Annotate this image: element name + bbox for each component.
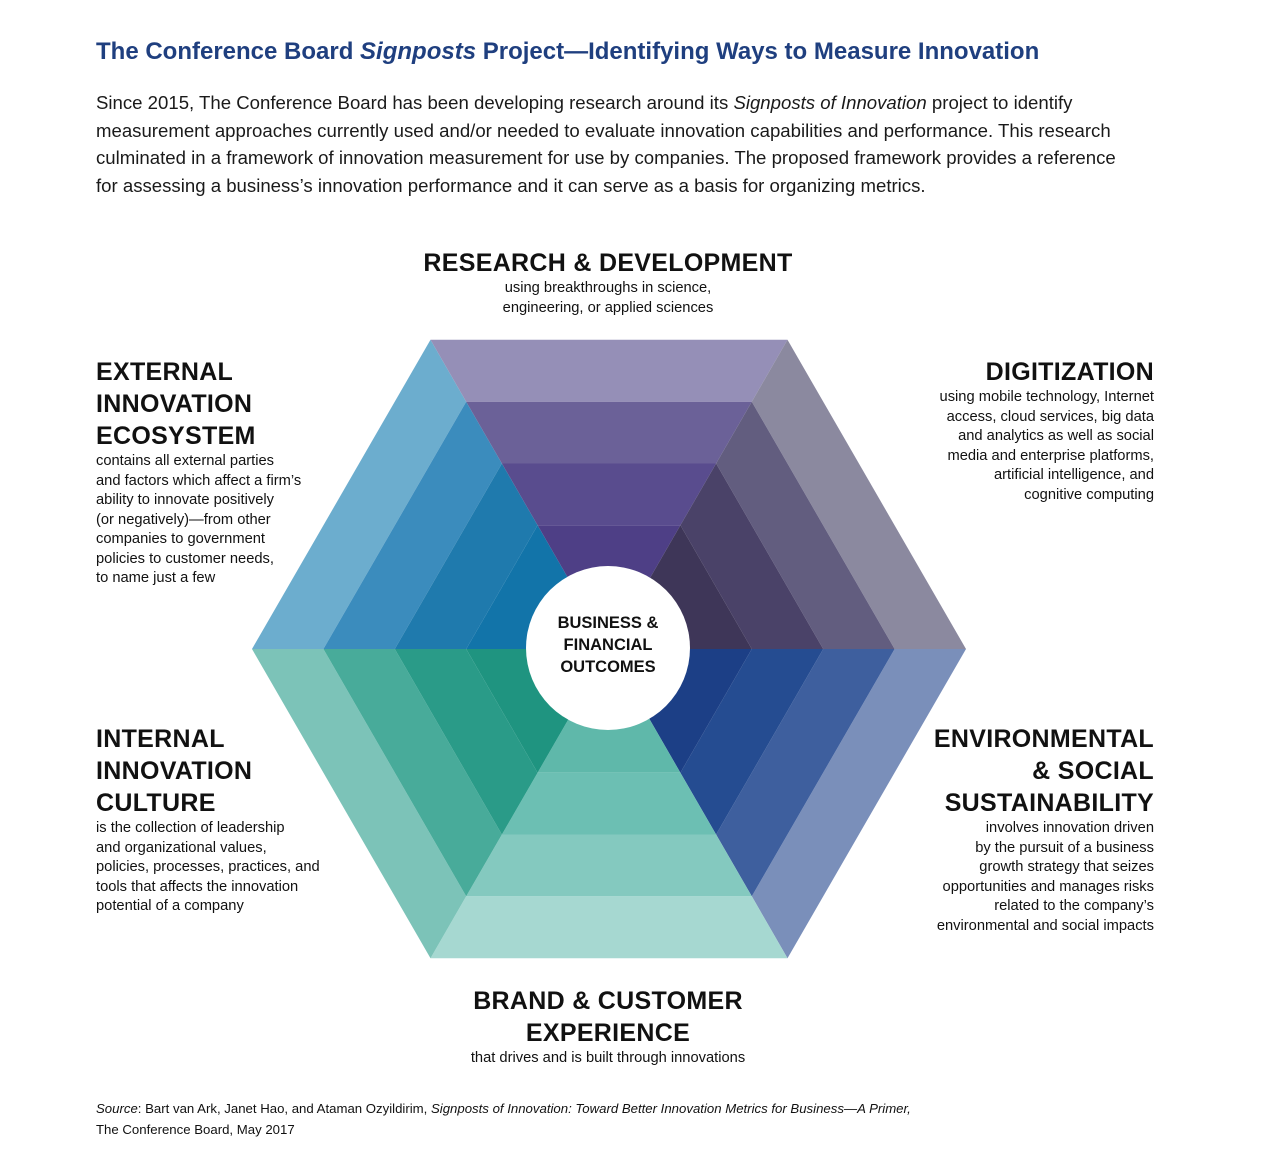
internal-desc-line2: and organizational values, — [96, 839, 267, 856]
external-desc-line2: and factors which affect a firm’s — [96, 472, 302, 489]
hex-segment-digitization-band-1 — [751, 339, 966, 649]
title-prefix: The Conference Board — [96, 38, 361, 65]
digitization-heading: DIGITIZATION — [985, 358, 1154, 386]
intro-prefix: Since 2015, The Conference Board has bee… — [96, 92, 734, 113]
intro-paragraph: Since 2015, The Conference Board has bee… — [96, 89, 1136, 199]
external-desc-line7: to name just a few — [96, 570, 216, 586]
external-desc-line1: contains all external parties — [96, 453, 274, 469]
digitization-desc-line5: artificial intelligence, and — [993, 467, 1154, 483]
center-label-line2: FINANCIAL — [563, 636, 653, 654]
center-label-line3: OUTCOMES — [560, 658, 656, 676]
internal-desc-line5: potential of a company — [96, 898, 244, 914]
title-italic: Signposts — [360, 38, 477, 65]
internal-heading-line1: INTERNAL — [96, 725, 225, 753]
intro-italic: Signposts of Innovation — [733, 92, 927, 113]
title-suffix: Project—Identifying Ways to Measure Inno… — [476, 38, 1040, 65]
environmental-desc-line4: opportunities and manages risks — [942, 878, 1154, 895]
center-label-line1: BUSINESS & — [557, 614, 659, 632]
environmental-desc-line3: growth strategy that seizes — [979, 859, 1154, 875]
external-desc-line4: (or negatively)—from other — [96, 511, 271, 528]
hex-segment-brand-band-2 — [466, 834, 752, 897]
internal-heading-line2: INNOVATION — [96, 757, 253, 785]
environmental-heading-line3: SUSTAINABILITY — [944, 789, 1154, 817]
environmental-desc-line6: environmental and social impacts — [936, 917, 1154, 934]
digitization-desc-line6: cognitive computing — [1024, 486, 1154, 503]
rd-desc-line2: engineering, or applied sciences — [502, 299, 714, 316]
rd-desc-line1: using breakthroughs in science, — [504, 280, 712, 296]
internal-desc-line3: policies, processes, practices, and — [96, 859, 320, 875]
internal-heading-line3: CULTURE — [96, 789, 216, 817]
hex-segment-rd-band-3 — [501, 463, 717, 526]
source-work: Signposts of Innovation: Toward Better I… — [430, 1101, 911, 1116]
external-desc-line6: policies to customer needs, — [96, 550, 274, 567]
digitization-desc-line4: media and enterprise platforms, — [947, 447, 1154, 464]
hex-segment-digitization-band-2 — [716, 401, 895, 649]
rd-heading: RESEARCH & DEVELOPMENT — [423, 249, 793, 277]
brand-heading-line2: EXPERIENCE — [525, 1019, 691, 1047]
brand-heading-line1: BRAND & CUSTOMER — [473, 987, 743, 1015]
label-internal-culture: INTERNAL INNOVATION CULTURE is the colle… — [96, 723, 366, 917]
label-environmental-social: ENVIRONMENTAL & SOCIAL SUSTAINABILITY in… — [880, 723, 1154, 936]
label-research-development: RESEARCH & DEVELOPMENT using breakthroug… — [380, 247, 836, 318]
page-title: The Conference Board Signposts Project—I… — [96, 38, 1039, 66]
hex-segment-external-band-2 — [323, 401, 502, 649]
center-label: BUSINESS & FINANCIAL OUTCOMES — [530, 612, 686, 678]
environmental-desc-line5: related to the company’s — [994, 898, 1154, 914]
hex-segment-external-band-3 — [394, 463, 538, 649]
environmental-heading-line1: ENVIRONMENTAL — [933, 725, 1154, 753]
external-desc-line5: companies to government — [96, 531, 265, 547]
source-authors: : Bart van Ark, Janet Hao, and Ataman Oz… — [137, 1101, 431, 1116]
brand-desc-line1: that drives and is built through innovat… — [470, 1050, 746, 1066]
environmental-heading-line2: & SOCIAL — [1032, 757, 1154, 785]
hex-segment-rd-band-1 — [430, 339, 788, 402]
hex-segment-environmental-band-1 — [751, 649, 966, 959]
hex-segment-rd-band-2 — [466, 401, 752, 464]
label-brand-customer: BRAND & CUSTOMER EXPERIENCE that drives … — [380, 985, 836, 1069]
label-external-ecosystem: EXTERNAL INNOVATION ECOSYSTEM contains a… — [96, 356, 366, 589]
environmental-desc-line2: by the pursuit of a business — [975, 839, 1154, 856]
external-desc-line3: ability to innovate positively — [96, 492, 274, 508]
external-heading-line2: INNOVATION — [96, 390, 253, 418]
digitization-desc-line1: using mobile technology, Internet — [939, 389, 1154, 405]
intro-suffix: project to identify measurement approach… — [96, 92, 1116, 196]
hex-segment-environmental-band-3 — [680, 649, 824, 835]
environmental-desc-line1: involves innovation driven — [985, 820, 1154, 836]
source-publisher: The Conference Board, May 2017 — [96, 1122, 295, 1137]
hex-segment-digitization-band-3 — [680, 463, 824, 649]
external-heading-line3: ECOSYSTEM — [96, 422, 256, 450]
source-citation: Source: Bart van Ark, Janet Hao, and Ata… — [96, 1098, 911, 1140]
hex-segment-internal-band-2 — [323, 649, 502, 897]
source-line1: Source: Bart van Ark, Janet Hao, and Ata… — [96, 1098, 911, 1119]
digitization-desc-line3: and analytics as well as social — [958, 428, 1154, 444]
source-label: Source — [96, 1101, 138, 1116]
hex-segment-brand-band-1 — [430, 896, 788, 959]
hex-segment-brand-band-3 — [501, 772, 717, 835]
internal-desc-line1: is the collection of leadership — [96, 820, 285, 836]
center-circle — [526, 566, 690, 730]
hex-segment-internal-band-3 — [394, 649, 538, 835]
label-digitization: DIGITIZATION using mobile technology, In… — [880, 356, 1154, 505]
hex-segment-internal-band-1 — [252, 649, 467, 959]
hex-segment-environmental-band-2 — [716, 649, 895, 897]
internal-desc-line4: tools that affects the innovation — [96, 878, 299, 895]
hex-segment-external-band-1 — [252, 339, 467, 649]
external-heading-line1: EXTERNAL — [96, 358, 234, 386]
digitization-desc-line2: access, cloud services, big data — [946, 408, 1154, 425]
